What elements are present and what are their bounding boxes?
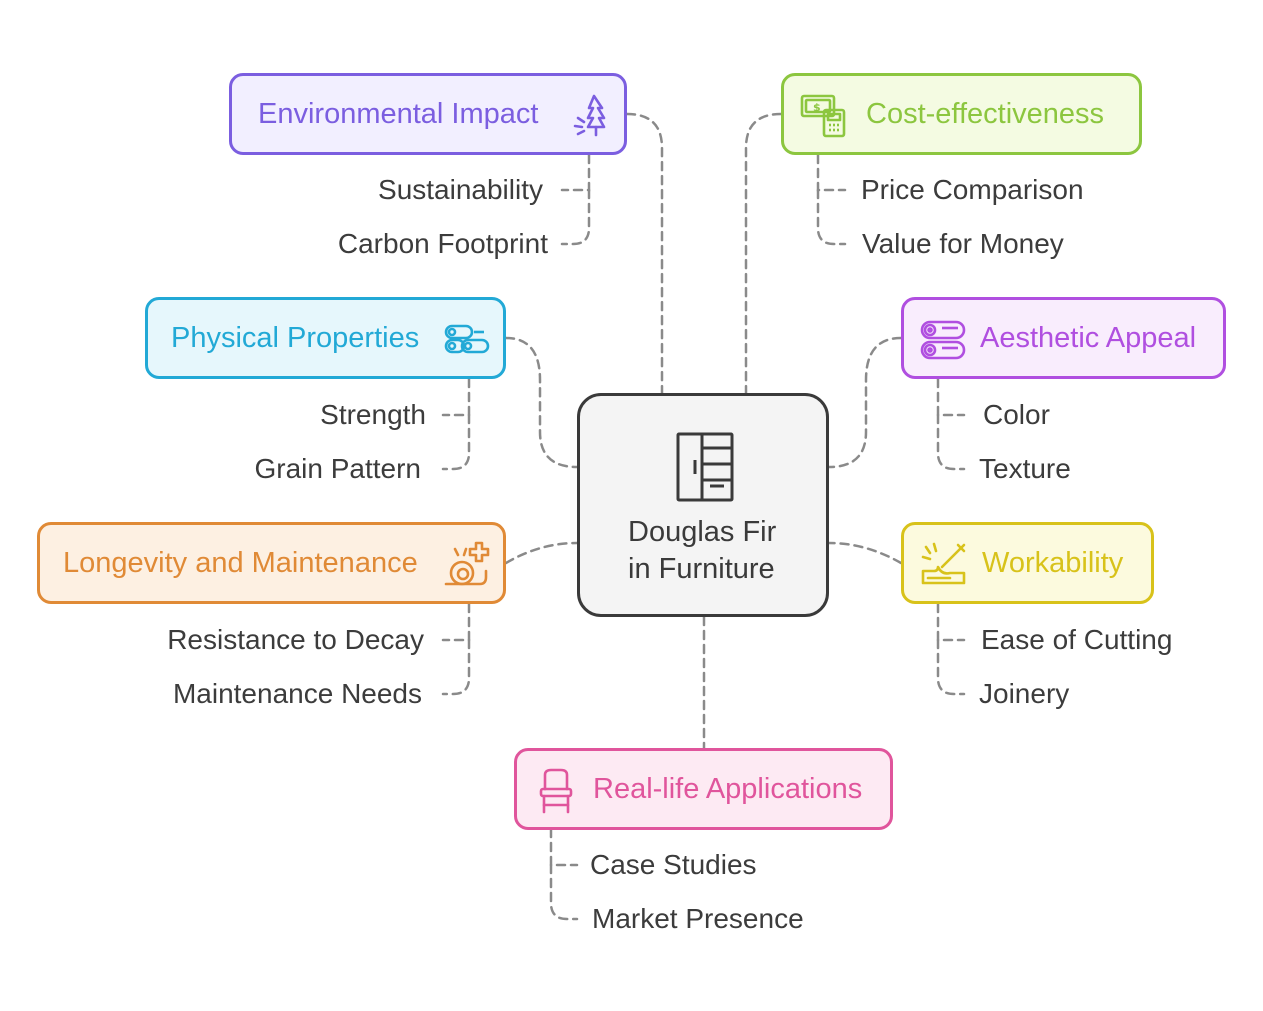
branch-workability: Workability bbox=[901, 522, 1154, 604]
wood-logs-icon bbox=[920, 320, 966, 360]
branch-longevity-maintenance: Longevity and Maintenance bbox=[37, 522, 506, 604]
branch-physical-properties: Physical Properties bbox=[145, 297, 506, 379]
branch-title: Real-life Applications bbox=[593, 772, 863, 805]
sub-item-market-presence: Market Presence bbox=[592, 903, 804, 934]
branch-aesthetic-appeal: Aesthetic Appeal bbox=[901, 297, 1226, 379]
branch-environmental-impact: Environmental Impact bbox=[229, 73, 627, 155]
connector-longevity bbox=[504, 541, 579, 565]
sub-item-maintenance-needs: Maintenance Needs bbox=[172, 678, 422, 709]
connector-cost bbox=[744, 112, 783, 395]
saw-wood-icon bbox=[921, 542, 966, 585]
branch-title: Physical Properties bbox=[171, 321, 420, 354]
connector-environmental bbox=[625, 112, 664, 395]
sub-item-case-studies: Case Studies bbox=[590, 849, 757, 880]
branch-cost-effectiveness: $ Cost-effectiveness bbox=[781, 73, 1142, 155]
tree-icon bbox=[573, 94, 606, 137]
connector-physical bbox=[504, 336, 579, 469]
sub-item-strength: Strength bbox=[320, 399, 426, 430]
connector-aesthetic bbox=[827, 336, 903, 469]
branch-title: Aesthetic Appeal bbox=[980, 321, 1197, 354]
sub-item-value-for-money: Value for Money bbox=[862, 228, 1064, 259]
logs-icon bbox=[444, 324, 490, 354]
connector-workability bbox=[827, 541, 903, 565]
branch-title: Workability bbox=[982, 546, 1124, 579]
chair-icon bbox=[539, 768, 573, 814]
center-title-line2: in Furniture bbox=[628, 553, 775, 585]
wardrobe-icon bbox=[676, 432, 734, 502]
snail-plus-icon bbox=[444, 541, 490, 586]
branch-title: Environmental Impact bbox=[258, 97, 539, 130]
sub-item-grain-pattern: Grain Pattern bbox=[254, 453, 421, 484]
sub-item-sustainability: Sustainability bbox=[378, 174, 543, 205]
sub-item-ease-of-cutting: Ease of Cutting bbox=[981, 624, 1173, 655]
money-calculator-icon: $ bbox=[800, 94, 846, 138]
branch-real-life-applications: Real-life Applications bbox=[514, 748, 893, 830]
svg-text:$: $ bbox=[813, 101, 821, 114]
center-node: Douglas Fir in Furniture bbox=[577, 393, 829, 617]
sub-item-resistance-to-decay: Resistance to Decay bbox=[167, 624, 424, 655]
sub-item-color: Color bbox=[983, 399, 1050, 430]
center-title-line1: Douglas Fir bbox=[628, 516, 777, 548]
sub-item-texture: Texture bbox=[979, 453, 1071, 484]
sub-item-price-comparison: Price Comparison bbox=[861, 174, 1084, 205]
center-title: Douglas Fir in Furniture bbox=[580, 514, 826, 588]
branch-title: Cost-effectiveness bbox=[866, 97, 1105, 130]
sub-item-carbon-footprint: Carbon Footprint bbox=[337, 228, 548, 259]
branch-title: Longevity and Maintenance bbox=[63, 546, 418, 579]
sub-item-joinery: Joinery bbox=[979, 678, 1070, 709]
